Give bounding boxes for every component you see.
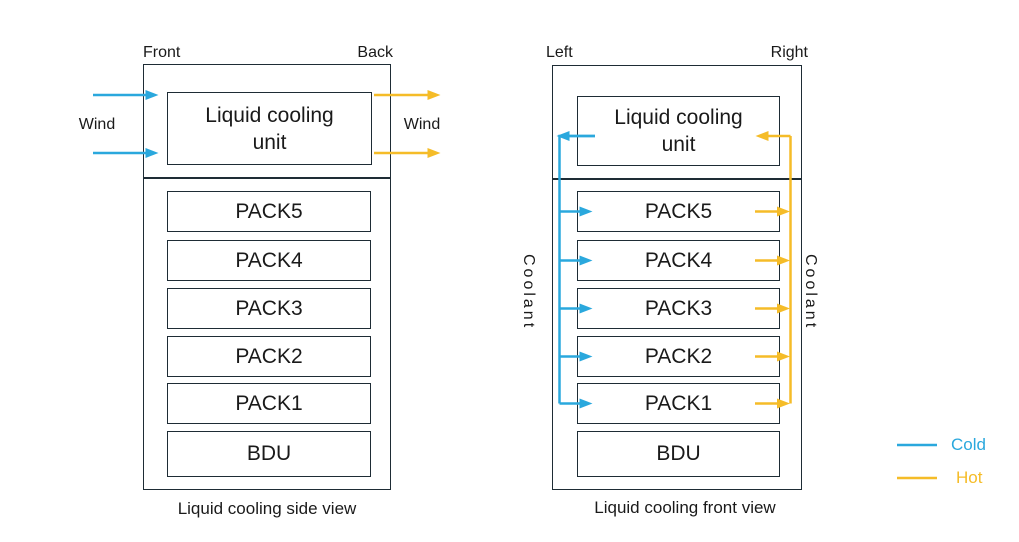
side-view-pack1-box: PACK1 [167, 383, 371, 424]
front-view-left-label: Left [546, 44, 573, 61]
side-view-pack2-box: PACK2 [167, 336, 371, 377]
front-view-caption: Liquid cooling front view [594, 498, 776, 517]
side-view-front-label: Front [143, 44, 181, 61]
coolant-label-left: Coolant [520, 253, 537, 331]
side-view-liquid-cooling-unit-box: Liquid cooling unit [167, 92, 372, 165]
side-view-bdu-box: BDU [167, 431, 371, 477]
side-view-pack5-box: PACK5 [167, 191, 371, 232]
front-view-pack5-box: PACK5 [577, 191, 780, 232]
side-view-caption: Liquid cooling side view [177, 499, 357, 518]
front-view-right-label: Right [770, 44, 808, 61]
front-view-liquid-cooling-unit-box: Liquid cooling unit [577, 96, 780, 166]
front-view-pack1-box: PACK1 [577, 383, 780, 424]
wind-label-left: Wind [78, 116, 116, 133]
coolant-label-right: Coolant [802, 253, 819, 331]
front-view-pack2-box: PACK2 [577, 336, 780, 377]
wind-label-right: Wind [403, 116, 441, 133]
side-view-pack4-box: PACK4 [167, 240, 371, 281]
side-view-pack3-box: PACK3 [167, 288, 371, 329]
legend-hot-label: Hot [956, 468, 983, 487]
legend-cold-label: Cold [951, 435, 986, 454]
front-view-pack4-box: PACK4 [577, 240, 780, 281]
side-view-back-label: Back [357, 44, 393, 61]
liquid-cooling-unit-label: Liquid cooling unit [205, 103, 334, 154]
front-view-pack3-box: PACK3 [577, 288, 780, 329]
front-view-bdu-box: BDU [577, 431, 780, 477]
liquid-cooling-unit-label: Liquid cooling unit [614, 106, 743, 156]
